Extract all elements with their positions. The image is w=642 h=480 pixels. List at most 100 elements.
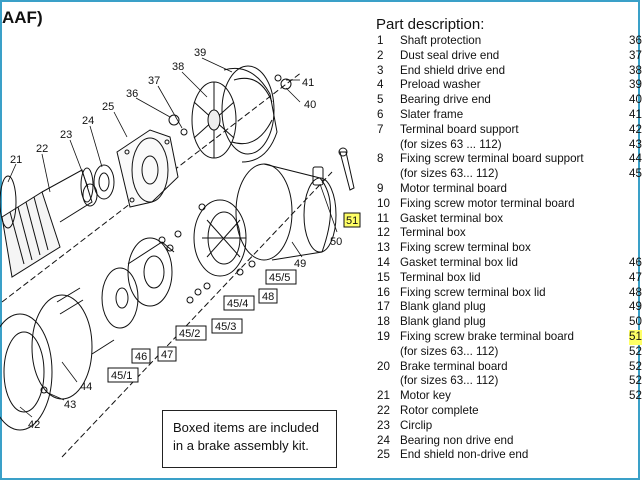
part-description: Fixing screw terminal box [400, 241, 531, 255]
part-row: 25 End shield non-drive end [376, 448, 642, 463]
part-number: 13 [377, 241, 390, 255]
fan-shape [191, 81, 237, 159]
callout-45-5: 45/5 [269, 272, 290, 284]
part-description: End shield non-drive end [400, 448, 529, 462]
part-number-right: 48 [629, 285, 642, 299]
callout-37: 37 [148, 75, 160, 87]
part-description: Rotor complete [400, 403, 479, 417]
part-description: End shield drive end [400, 63, 506, 77]
part-description: Bearing drive end [400, 93, 491, 107]
part-number-right: 41 [629, 107, 642, 121]
part-number: 25 [377, 448, 390, 462]
part-description: Blank gland plug [400, 300, 486, 314]
callout-49: 49 [294, 258, 306, 270]
part-description: Terminal box [400, 226, 466, 240]
callout-38: 38 [172, 61, 184, 73]
bearing-shape [93, 164, 115, 200]
part-number: 5 [377, 93, 384, 107]
part-number: 10 [377, 196, 390, 210]
callout-24: 24 [82, 115, 94, 127]
part-number: 9 [377, 181, 384, 195]
box-48 [258, 288, 278, 304]
note-line-2: in a brake assembly kit. [173, 438, 309, 453]
brake-coil-shape [193, 199, 247, 277]
callout-40: 40 [304, 99, 316, 111]
part-row: 5 Bearing drive end 40 [376, 93, 642, 108]
callout-50: 50 [330, 236, 342, 248]
callout-48: 48 [262, 291, 274, 303]
part-number: 1 [377, 34, 384, 47]
part-description: (for sizes 63... 112) [400, 344, 499, 358]
friction-disc-shape [101, 267, 139, 329]
part-description: Motor terminal board [400, 181, 507, 195]
callout-21: 21 [10, 154, 22, 166]
callout-47: 47 [161, 349, 173, 361]
callout-25: 25 [102, 101, 114, 113]
part-description: (for sizes 63... 112) [400, 374, 499, 388]
part-number: 24 [377, 433, 390, 447]
callout-22: 22 [36, 143, 48, 155]
part-description: Fixing screw motor terminal board [400, 196, 575, 210]
box-45-4 [223, 295, 255, 311]
washer-shape [180, 128, 188, 136]
part-number: 21 [377, 389, 390, 403]
callout-45-1: 45/1 [111, 370, 132, 382]
box-45-2 [175, 325, 207, 341]
part-row: (for sizes 63... 112)52 [376, 345, 642, 360]
part-number-right: 40 [629, 93, 642, 107]
part-number: 23 [377, 418, 390, 432]
part-number-right: 45 [629, 167, 642, 181]
part-number: 19 [377, 329, 390, 343]
clip-shape [339, 151, 355, 191]
part-number: 8 [377, 152, 384, 166]
part-row: (for sizes 63... 112)45 [376, 167, 642, 182]
part-number-right: 47 [629, 270, 642, 284]
part-row: 22 Rotor complete [376, 404, 642, 419]
end-shield-shape [116, 129, 179, 208]
part-row: 9 Motor terminal board [376, 182, 642, 197]
part-description: Preload washer [400, 78, 481, 92]
part-number: 14 [377, 255, 390, 269]
part-number: 3 [377, 63, 384, 77]
part-row: 10 Fixing screw motor terminal board [376, 197, 642, 212]
part-number: 16 [377, 285, 390, 299]
box-51 [343, 212, 361, 228]
part-description: Gasket terminal box lid [400, 255, 518, 269]
part-row: 3 End shield drive end 38 [376, 64, 642, 79]
part-number-right: 52 [629, 389, 642, 403]
brake-kit-note: Boxed items are included in a brake asse… [162, 410, 337, 468]
part-number-right: 44 [629, 152, 642, 166]
armature-shape [127, 237, 175, 307]
callout-42: 42 [28, 419, 40, 431]
part-number: 22 [377, 403, 390, 417]
figure-title: AAF) [2, 8, 43, 27]
callout-46: 46 [135, 351, 147, 363]
part-row: (for sizes 63 ... 112)43 [376, 138, 642, 153]
fan-cover-shape [221, 65, 278, 163]
part-description: Terminal box lid [400, 270, 481, 284]
part-description: Terminal board support [400, 122, 519, 136]
part-number: 2 [377, 48, 384, 62]
part-number: 17 [377, 300, 390, 314]
shaft-protection-shape [0, 175, 17, 229]
callout-39: 39 [194, 47, 206, 59]
part-description: (for sizes 63 ... 112) [400, 137, 502, 151]
part-number-right: 50 [629, 315, 642, 329]
part-number-right: 38 [629, 63, 642, 77]
part-number-right: 52 [629, 374, 642, 388]
part-number: 7 [377, 122, 384, 136]
clip-head-shape [338, 147, 348, 157]
